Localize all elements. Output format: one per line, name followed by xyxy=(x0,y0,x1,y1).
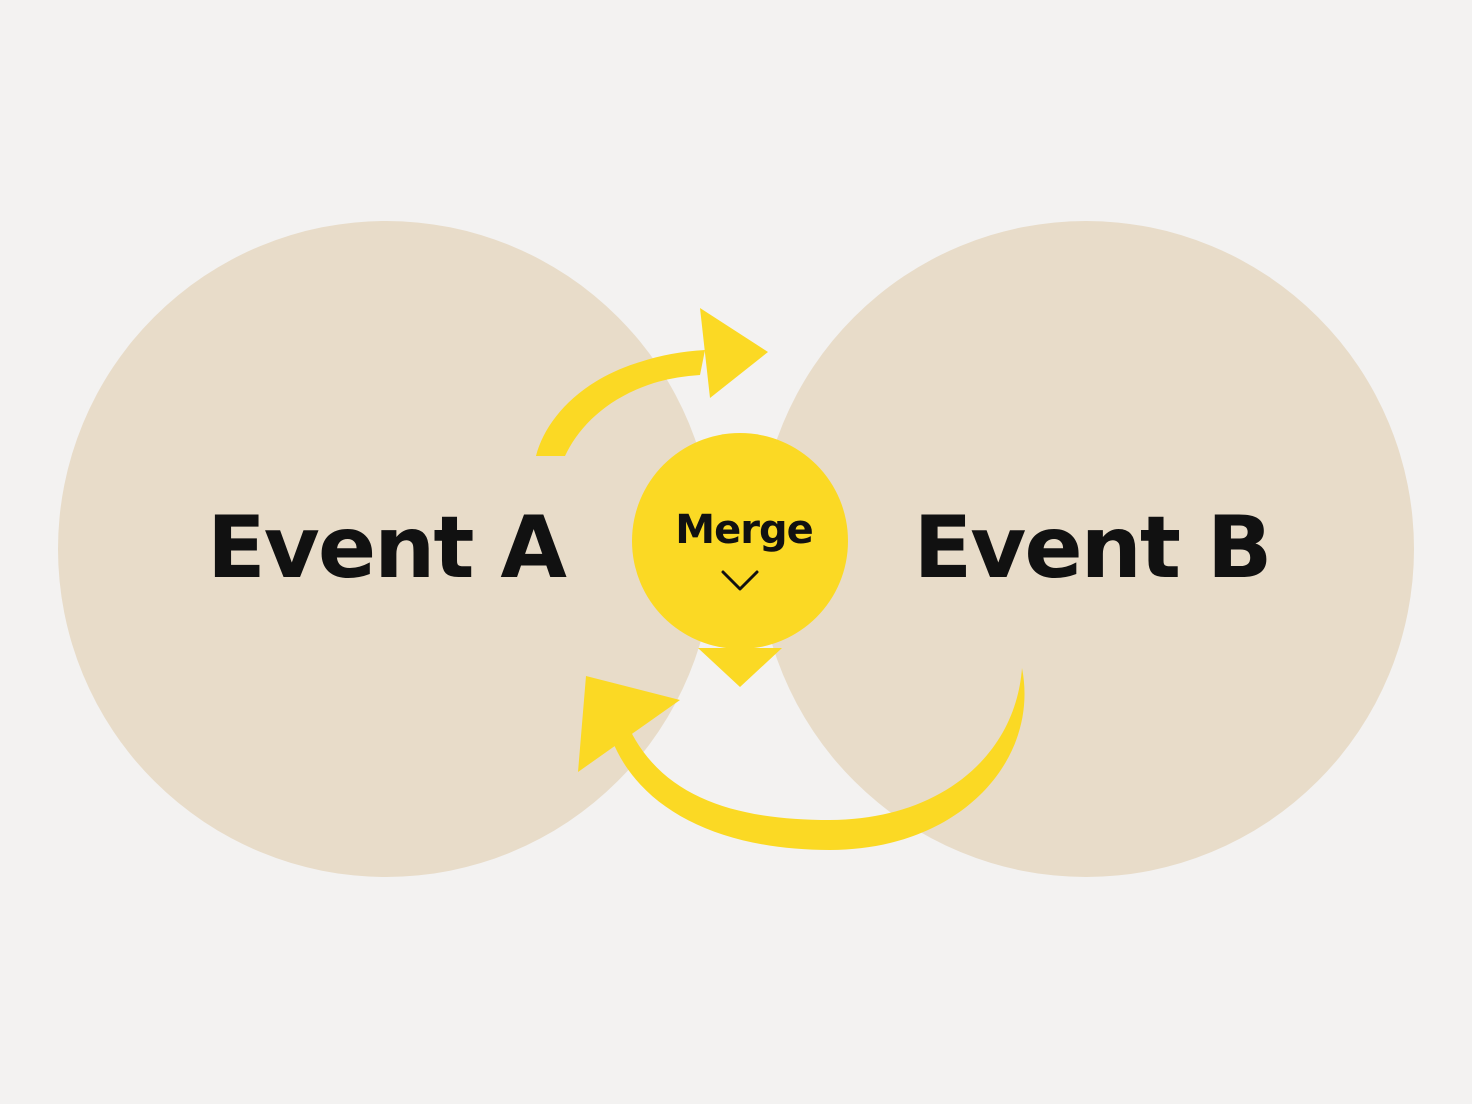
merge-label: Merge xyxy=(675,507,812,553)
arrow-top-shaft xyxy=(536,350,705,456)
merge-pin-tip xyxy=(698,648,782,687)
arrow-top xyxy=(536,308,768,456)
arrow-bottom-head xyxy=(578,676,680,772)
merge-circle xyxy=(632,433,848,649)
merge-marker: Merge xyxy=(632,433,848,687)
chevron-down-icon xyxy=(721,570,759,591)
event-a-circle xyxy=(58,221,714,877)
arrow-bottom xyxy=(578,668,1025,850)
event-b-label: Event B xyxy=(914,498,1271,598)
event-a-label: Event A xyxy=(207,498,567,598)
event-b-circle xyxy=(758,221,1414,877)
arrow-bottom-shaft xyxy=(612,668,1025,850)
arrow-top-head xyxy=(700,308,768,398)
